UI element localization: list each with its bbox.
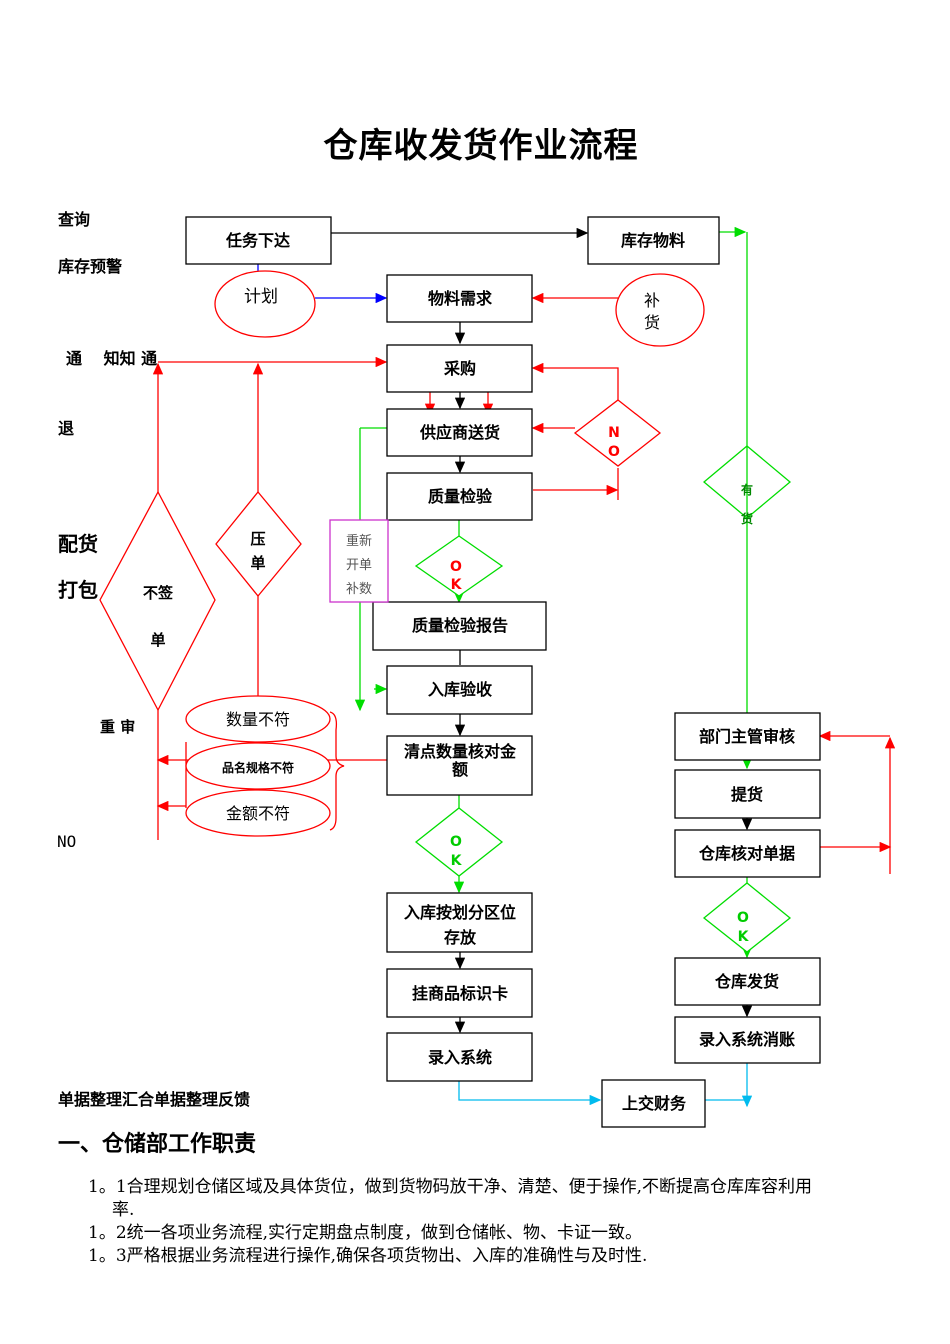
text-reissue-3: 补数 (346, 582, 372, 597)
node-spec-mismatch (185, 742, 331, 790)
node-supplier (386, 408, 533, 457)
text-inbound-accept: 入库验收 (428, 680, 492, 699)
node-verify-docs (674, 829, 821, 878)
node-material-need (386, 274, 533, 323)
node-finance (601, 1079, 706, 1128)
node-stock-material (587, 216, 720, 265)
node-dept-review (674, 712, 821, 761)
label-pack: 打包 (58, 578, 98, 602)
node-presign (215, 490, 302, 598)
node-task (185, 216, 332, 265)
label-reaudit: 重 审 (100, 718, 136, 736)
paragraph-2-line-1: 1。2统一各项业务流程,实行定期盘点制度，做到仓储帐、物、卡证一致。 (88, 1223, 643, 1243)
node-ok-2 (414, 807, 504, 877)
text-qty-mismatch: 数量不符 (226, 710, 290, 729)
text-ok2-1: O (450, 834, 462, 850)
text-verify-docs: 仓库核对单据 (698, 844, 795, 863)
node-ok-1 (414, 535, 504, 597)
node-amount-mismatch (185, 789, 331, 837)
text-presign-1: 压 (250, 530, 265, 548)
node-purchase (386, 344, 533, 393)
text-stock-material: 库存物料 (621, 231, 685, 250)
node-entry (386, 1032, 533, 1082)
edge-no-purchase (531, 362, 619, 400)
node-no (573, 399, 662, 467)
node-plan (214, 270, 316, 338)
node-tag (386, 968, 533, 1018)
text-quality-report: 质量检验报告 (412, 616, 508, 635)
document-title: 仓库收发货作业流程 (323, 126, 639, 166)
text-replenish-1: 补 (644, 291, 660, 310)
label-no: NO (57, 832, 77, 851)
text-has-goods-1: 有 (741, 482, 753, 497)
text-pickup: 提货 (731, 785, 763, 804)
text-entry: 录入系统 (428, 1048, 492, 1067)
edge-entry-finance (458, 1080, 602, 1106)
node-count-check (386, 735, 533, 796)
text-count-check-1: 清点数量核对金 (404, 742, 517, 761)
text-spec-mismatch: 品名规格不符 (222, 760, 294, 775)
text-ok3-1: O (737, 910, 749, 926)
text-ok3-2: K (738, 929, 750, 945)
node-ok-3 (702, 882, 792, 953)
node-replenish (615, 273, 705, 347)
text-ok2-2: K (451, 853, 463, 869)
label-docs: 单据整理汇合单据整理反馈 (58, 1090, 251, 1109)
node-inbound-accept (386, 665, 533, 715)
text-store-1: 入库按划分区位 (404, 903, 516, 922)
text-reissue-1: 重新 (346, 533, 372, 549)
paragraph-3-line-1: 1。3严格根据业务流程进行操作,确保各项货物出、入库的准确性与及时性. (88, 1246, 648, 1266)
node-store (386, 892, 533, 953)
label-return: 退 (58, 419, 75, 438)
text-has-goods-2: 货 (741, 511, 753, 526)
node-reissue (329, 519, 389, 603)
node-pickup (674, 769, 821, 819)
node-quality-report (372, 601, 547, 651)
text-writeoff: 录入系统消账 (699, 1030, 795, 1049)
node-qty-mismatch (185, 695, 331, 743)
text-amount-mismatch: 金额不符 (226, 804, 290, 823)
text-unsigned-1: 不签 (143, 584, 174, 602)
text-quality-check: 质量检验 (428, 487, 493, 506)
text-presign-2: 单 (250, 554, 265, 572)
node-ship (674, 957, 821, 1006)
label-stock-alert: 库存预警 (58, 257, 123, 276)
text-task: 任务下达 (225, 231, 290, 250)
paragraph-1: 1。1合理规划仓储区域及具体货位，做到货物码放干净、清楚、便于操作,不断提高仓库… (88, 1176, 918, 1222)
paragraph-2: 1。2统一各项业务流程,实行定期盘点制度，做到仓储帐、物、卡证一致。 (88, 1222, 918, 1245)
section-title: 一、仓储部工作职责 (58, 1132, 257, 1157)
text-store-2: 存放 (444, 928, 477, 947)
text-tag: 挂商品标识卡 (412, 984, 508, 1003)
text-ok1-2: K (451, 577, 463, 593)
paragraph-1-line-2: 率. (112, 1200, 135, 1220)
node-writeoff (674, 1016, 821, 1064)
text-plan: 计划 (244, 287, 278, 307)
text-replenish-2: 货 (644, 313, 660, 332)
text-finance: 上交财务 (622, 1094, 687, 1113)
node-quality-check (386, 472, 533, 521)
text-material-need: 物料需求 (428, 289, 493, 308)
brace-mismatch (329, 711, 345, 831)
label-distribute: 配货 (58, 532, 98, 556)
text-dept-review: 部门主管审核 (699, 727, 795, 746)
label-query: 查询 (58, 210, 91, 229)
text-reissue-2: 开单 (346, 558, 372, 573)
text-supplier: 供应商送货 (419, 423, 500, 442)
text-ship: 仓库发货 (714, 972, 779, 991)
label-notify: 通 知知 通 (66, 349, 158, 368)
text-ok1-1: O (450, 559, 462, 575)
text-no-2: O (608, 444, 620, 460)
paragraph-1-line-1: 1。1合理规划仓储区域及具体货位，做到货物码放干净、清楚、便于操作,不断提高仓库… (88, 1177, 813, 1197)
node-unsigned (99, 490, 216, 712)
text-no-1: N (608, 425, 620, 441)
paragraph-3: 1。3严格根据业务流程进行操作,确保各项货物出、入库的准确性与及时性. (88, 1245, 918, 1268)
text-purchase: 采购 (443, 359, 476, 378)
text-unsigned-2: 单 (150, 631, 165, 649)
text-count-check-2: 额 (452, 760, 468, 779)
